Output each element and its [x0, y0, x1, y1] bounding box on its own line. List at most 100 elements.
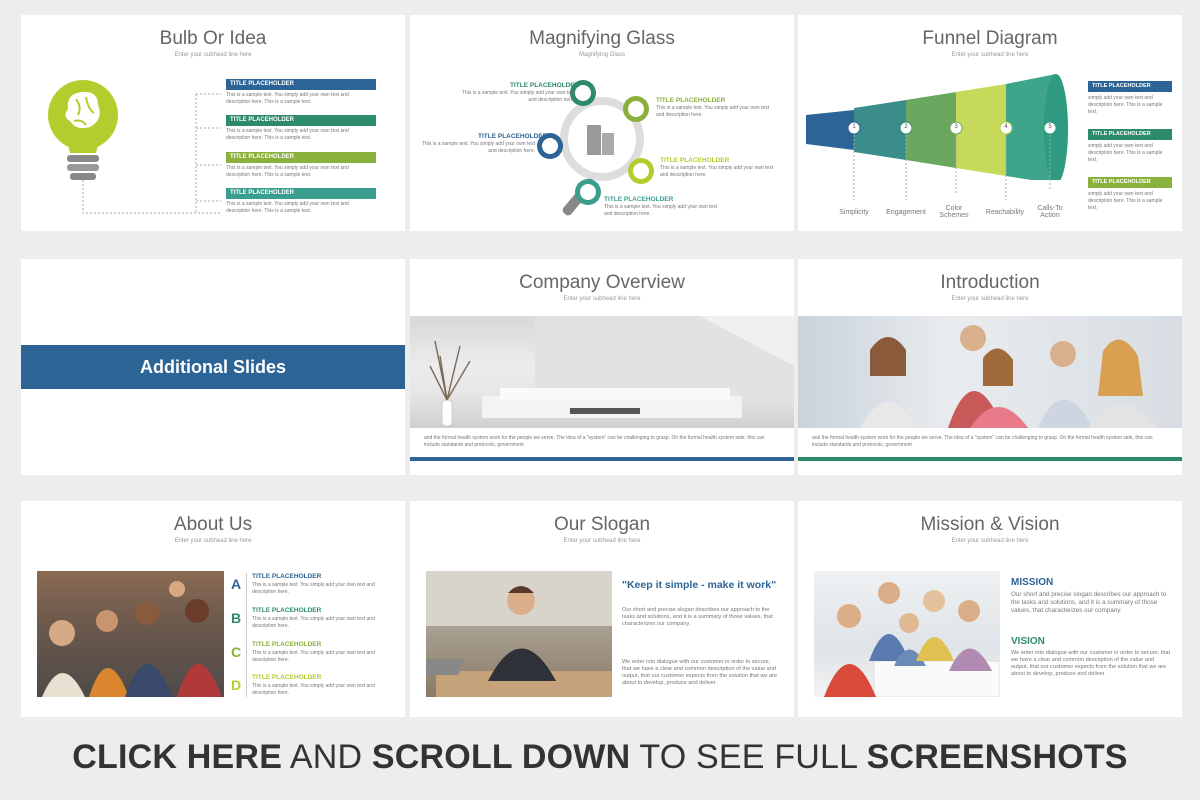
slide-magnifying-glass[interactable]: Magnifying Glass Magnifying Glass TITLE …: [410, 15, 794, 231]
mission-text: Our short and precise slogan describes o…: [1011, 591, 1167, 614]
item-text: This is a sample text. You simply add yo…: [656, 105, 770, 118]
cta-text: AND: [289, 738, 363, 776]
funnel-step-number: 4: [1004, 124, 1008, 130]
item-text: This is a sample text. You simply add yo…: [660, 165, 774, 178]
slogan-paragraph: Our short and precise slogan describes o…: [622, 607, 773, 627]
team-photo: [814, 571, 1000, 697]
slide-mission-vision[interactable]: Mission & Vision Enter your subhead line…: [798, 501, 1182, 717]
title-placeholder: TITLE PLACEHOLDER: [226, 152, 376, 163]
slide-subtitle: Enter your subhead line here: [951, 296, 1029, 302]
funnel-label: Reachability: [985, 209, 1025, 216]
slide-title: Our Slogan: [553, 514, 651, 535]
bottom-accent-bar: [410, 457, 794, 461]
item-text: simply add your own text and description…: [1088, 95, 1163, 115]
funnel-label: Calls-To Action: [1037, 205, 1063, 219]
slide-introduction[interactable]: Introduction Enter your subhead line her…: [798, 259, 1182, 475]
item-text: This is a sample text. You simply add yo…: [226, 128, 349, 141]
magnifying-glass-icon: [537, 80, 654, 216]
letter-marker: C: [231, 644, 242, 660]
slide-title: Introduction: [940, 272, 1040, 293]
funnel-step-number: 2: [904, 124, 908, 130]
people-icon: [42, 581, 222, 697]
title-placeholder: TITLE PLACEHOLDER: [478, 133, 548, 140]
slide-bulb-or-idea[interactable]: Bulb Or Idea Enter your subhead line her…: [21, 15, 405, 231]
slide-our-slogan[interactable]: Our Slogan Enter your subhead line here …: [410, 501, 794, 717]
person-icon: [426, 571, 612, 697]
funnel-label: Engagement: [886, 209, 926, 216]
item-text: simply add your own text and description…: [1088, 191, 1163, 211]
title-placeholder: TITLE PLACEHOLDER: [1088, 129, 1172, 140]
sofa-icon: [429, 316, 794, 427]
slide-title: Bulb Or Idea: [159, 28, 267, 49]
businessman-photo: [426, 571, 612, 697]
slide-subtitle: Enter your subhead line here: [951, 52, 1029, 58]
item-text: This is a sample text. You simply add yo…: [252, 683, 375, 696]
slogan-paragraph: We enter into dialogue with our customer…: [622, 659, 778, 686]
item-text: This is a sample text. You simply add yo…: [226, 165, 349, 178]
audience-photo: [37, 571, 224, 697]
item-text: This is a sample text. You simply add yo…: [461, 90, 575, 103]
cta-banner[interactable]: CLICK HERE AND SCROLL DOWN TO SEE FULL S…: [0, 738, 1200, 777]
caption-text: and the formal health system work for th…: [812, 435, 1153, 448]
divider-line: [246, 573, 247, 697]
letter-marker: B: [231, 610, 242, 626]
title-placeholder: TITLE PLACEHOLDER: [252, 607, 322, 614]
slide-subtitle: Enter your subhead line here: [563, 538, 641, 544]
people-icon: [860, 325, 1158, 428]
slide-funnel-diagram[interactable]: Funnel Diagram Enter your subhead line h…: [798, 15, 1182, 231]
title-placeholder: TITLE PLACEHOLDER: [604, 196, 674, 203]
item-text: This is a sample text. You simply add yo…: [252, 616, 375, 629]
bulb-icon: [48, 80, 221, 214]
vision-text: We enter into dialogue with our customer…: [1011, 650, 1171, 677]
title-placeholder: TITLE PLACEHOLDER: [510, 82, 580, 89]
cta-screenshots: SCREENSHOTS: [866, 738, 1128, 776]
caption-text: and the formal health system work for th…: [424, 435, 765, 448]
item-text: This is a sample text. You simply add yo…: [421, 141, 535, 154]
slide-subtitle: Enter your subhead line here: [951, 538, 1029, 544]
slide-title: Funnel Diagram: [922, 28, 1058, 49]
funnel-step-number: 1: [852, 124, 856, 130]
title-placeholder: TITLE PLACEHOLDER: [656, 97, 726, 104]
slide-title: About Us: [173, 514, 253, 535]
team-photo: [798, 316, 1182, 428]
item-text: simply add your own text and description…: [1088, 143, 1163, 163]
title-placeholder: TITLE PLACEHOLDER: [252, 674, 322, 681]
mission-heading: MISSION: [1011, 577, 1054, 588]
slide-subtitle: Magnifying Glass: [578, 52, 626, 58]
title-placeholder: TITLE PLACEHOLDER: [660, 157, 730, 164]
slide-subtitle: Enter your subhead line here: [174, 538, 252, 544]
funnel-label: Simplicity: [839, 209, 869, 216]
slide-additional-slides[interactable]: Additional Slides: [21, 259, 405, 475]
slogan-quote: "Keep it simple - make it work": [622, 579, 777, 591]
title-placeholder: TITLE PLACEHOLDER: [252, 641, 322, 648]
title-placeholder: TITLE PLACEHOLDER: [226, 188, 376, 199]
slide-company-overview[interactable]: Company Overview Enter your subhead line…: [410, 259, 794, 475]
title-placeholder: TITLE PLACEHOLDER: [1088, 81, 1172, 92]
slide-title: Magnifying Glass: [529, 28, 675, 49]
letter-marker: D: [231, 677, 242, 693]
slide-subtitle: Enter your subhead line here: [174, 52, 252, 58]
slide-about-us[interactable]: About Us Enter your subhead line here A …: [21, 501, 405, 717]
title-placeholder: TITLE PLACEHOLDER: [1088, 177, 1172, 188]
vision-heading: VISION: [1011, 636, 1045, 647]
additional-slides-band: Additional Slides: [21, 345, 405, 389]
people-icon: [824, 582, 1000, 697]
funnel-step-number: 3: [954, 124, 958, 130]
cta-text: TO SEE FULL: [639, 738, 858, 776]
title-placeholder: TITLE PLACEHOLDER: [252, 573, 322, 580]
cta-scroll-down: SCROLL DOWN: [371, 738, 631, 776]
item-text: This is a sample text. You simply add yo…: [252, 582, 375, 595]
living-room-photo: [410, 316, 794, 428]
funnel-leader-lines: [853, 135, 1051, 200]
title-placeholder: TITLE PLACEHOLDER: [226, 115, 376, 126]
funnel-label: Color Schemes: [939, 205, 969, 219]
letter-marker: A: [231, 576, 242, 592]
funnel-step-number: 5: [1048, 124, 1052, 130]
item-text: This is a sample text. You simply add yo…: [252, 650, 375, 663]
item-text: This is a sample text. You simply add yo…: [604, 204, 718, 217]
slide-title: Company Overview: [519, 272, 685, 293]
bottom-accent-bar: [798, 457, 1182, 461]
item-text: This is a sample text. You simply add yo…: [226, 92, 349, 105]
cta-click-here[interactable]: CLICK HERE: [72, 738, 283, 776]
slide-subtitle: Enter your subhead line here: [563, 296, 641, 302]
